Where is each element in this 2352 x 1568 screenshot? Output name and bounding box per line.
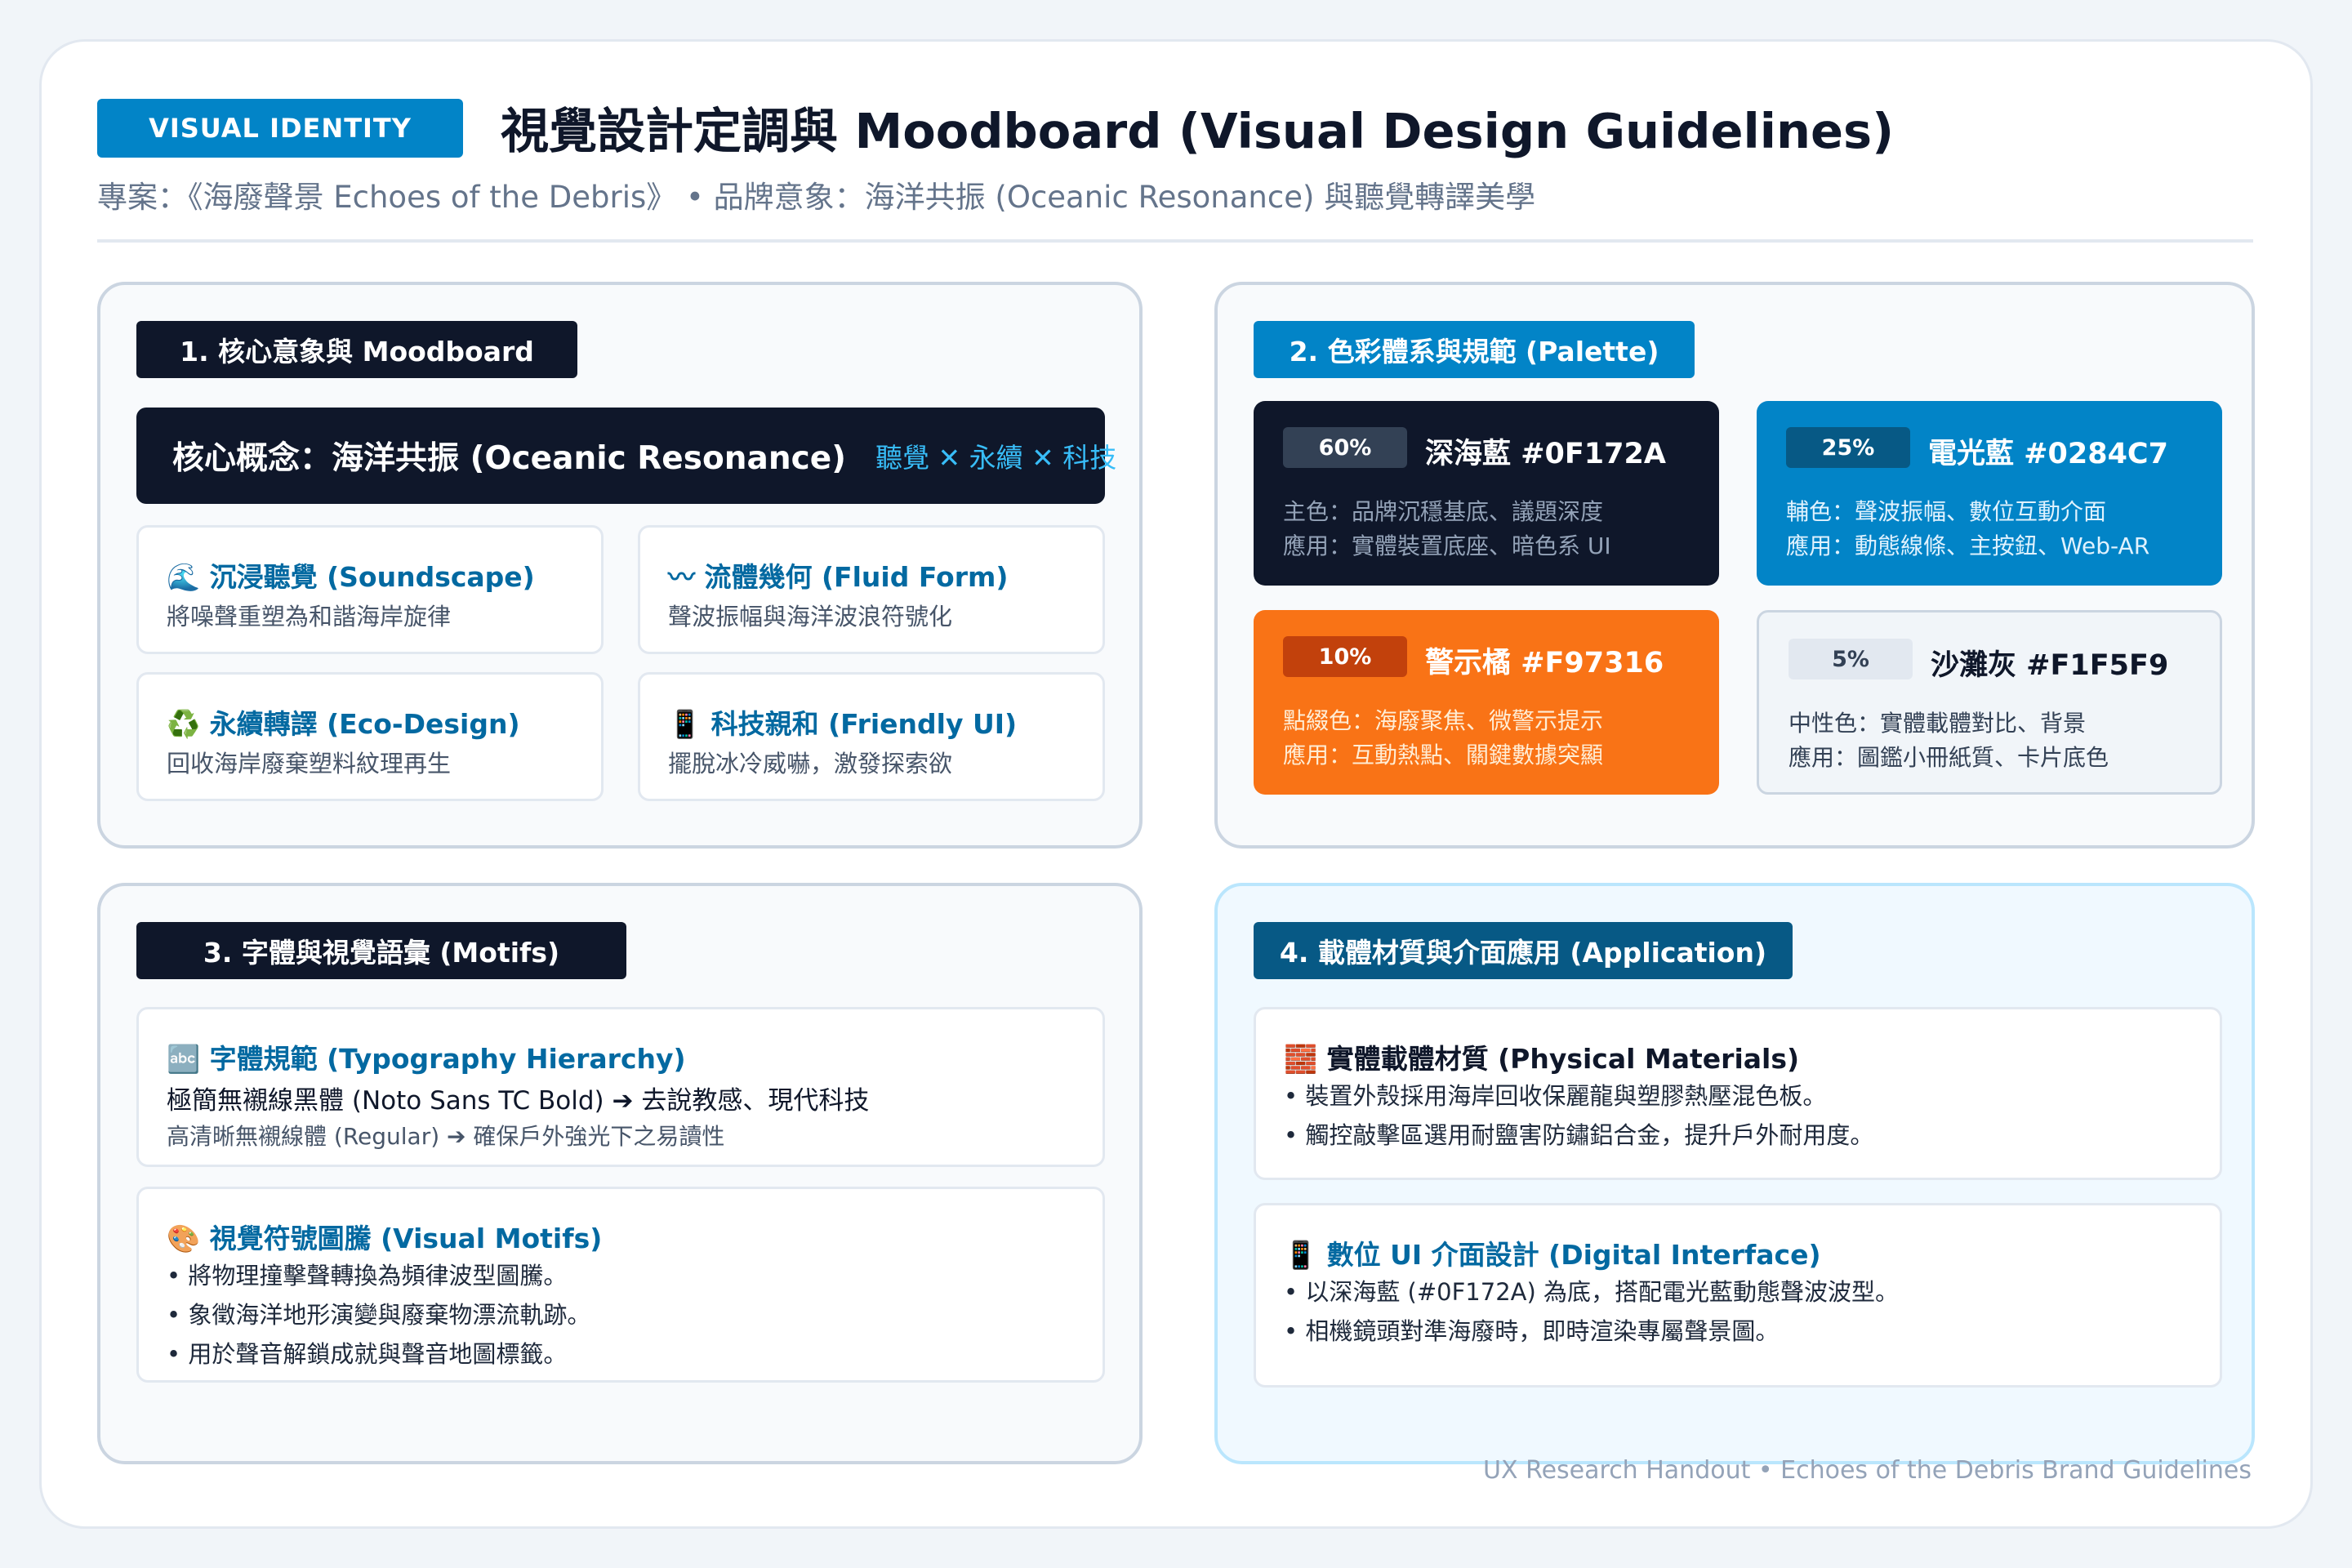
swatch-role: 中性色：實體載體對比、背景 xyxy=(1788,710,2087,737)
swatch-usage: 應用：動態線條、主按鈕、Web-AR xyxy=(1786,532,2150,559)
header-divider xyxy=(97,239,2253,243)
digital-interface-card: 📱 數位 UI 介面設計 (Digital Interface) 以深海藍 (#… xyxy=(1254,1203,2222,1388)
swatch-role: 主色：品牌沉穩基底、議題深度 xyxy=(1283,498,1604,525)
digital-interface-title: 📱 數位 UI 介面設計 (Digital Interface) xyxy=(1284,1239,1821,1271)
swatch-role: 輔色：聲波振幅、數位互動介面 xyxy=(1786,498,2107,525)
swatch-name: 電光藍 #0284C7 xyxy=(1928,438,2168,470)
swatch-usage: 應用：圖鑑小冊紙質、卡片底色 xyxy=(1788,744,2109,771)
swatch-ratio-badge: 25% xyxy=(1786,427,1910,468)
visual-motifs-title: 🎨 視覺符號圖騰 (Visual Motifs) xyxy=(167,1223,603,1254)
concept-card-friendly-ui: 📱 科技親和 (Friendly UI) 擺脫冰冷威嚇，激發探索欲 xyxy=(638,672,1105,801)
swatch-ratio-badge: 60% xyxy=(1283,427,1407,468)
section-1-label: 1. 核心意象與 Moodboard xyxy=(136,321,577,378)
list-item: 象徵海洋地形演變與廢棄物漂流軌跡。 xyxy=(167,1295,590,1334)
concept-card-eco-design: ♻️ 永續轉譯 (Eco-Design) 回收海岸廢棄塑料紋理再生 xyxy=(136,672,604,801)
handout-page: VISUAL IDENTITY 視覺設計定調與 Moodboard (Visua… xyxy=(39,39,2313,1529)
section-4-label: 4. 載體材質與介面應用 (Application) xyxy=(1254,922,1793,979)
concept-card-title: 📱 科技親和 (Friendly UI) xyxy=(668,708,1018,740)
typography-hierarchy-card: 🔤 字體規範 (Typography Hierarchy) 極簡無襯線黑體 (N… xyxy=(136,1007,1105,1167)
list-item: 以深海藍 (#0F172A) 為底，搭配電光藍動態聲波波型。 xyxy=(1284,1272,1899,1312)
concept-card-desc: 擺脫冰冷威嚇，激發探索欲 xyxy=(668,750,953,777)
typography-primary-font: 極簡無襯線黑體 (Noto Sans TC Bold) ➔ 去說教感、現代科技 xyxy=(167,1086,870,1116)
typography-title: 🔤 字體規範 (Typography Hierarchy) xyxy=(167,1043,686,1075)
list-item: 相機鏡頭對準海廢時，即時渲染專屬聲景圖。 xyxy=(1284,1312,1899,1351)
page-subtitle: 專案：《海廢聲景 Echoes of the Debris》 • 品牌意象：海洋… xyxy=(97,180,1536,215)
section-typography-motifs: 3. 字體與視覺語彙 (Motifs) 🔤 字體規範 (Typography H… xyxy=(97,883,1143,1464)
swatch-name: 深海藍 #0F172A xyxy=(1425,438,1666,470)
section-3-label: 3. 字體與視覺語彙 (Motifs) xyxy=(136,922,626,979)
footer-credit: UX Research Handout • Echoes of the Debr… xyxy=(1483,1456,2252,1485)
swatch-name: 警示橘 #F97316 xyxy=(1425,647,1664,679)
digital-interface-list: 以深海藍 (#0F172A) 為底，搭配電光藍動態聲波波型。 相機鏡頭對準海廢時… xyxy=(1284,1272,1899,1351)
swatch-role: 點綴色：海廢聚焦、微警示提示 xyxy=(1283,707,1604,734)
visual-motifs-card: 🎨 視覺符號圖騰 (Visual Motifs) 將物理撞擊聲轉換為頻律波型圖騰… xyxy=(136,1187,1105,1383)
section-core-imagery: 1. 核心意象與 Moodboard 核心概念：海洋共振 (Oceanic Re… xyxy=(97,282,1143,849)
concept-card-title: 〰 流體幾何 (Fluid Form) xyxy=(668,561,1009,593)
swatch-usage: 應用：實體裝置底座、暗色系 UI xyxy=(1283,532,1611,559)
concept-card-desc: 回收海岸廢棄塑料紋理再生 xyxy=(167,750,452,777)
concept-card-soundscape: 🌊 沉浸聽覺 (Soundscape) 將噪聲重塑為和諧海岸旋律 xyxy=(136,525,604,654)
physical-materials-card: 🧱 實體載體材質 (Physical Materials) 裝置外殼採用海岸回收… xyxy=(1254,1007,2222,1180)
swatch-ratio-badge: 10% xyxy=(1283,636,1407,677)
concept-card-fluid-form: 〰 流體幾何 (Fluid Form) 聲波振幅與海洋波浪符號化 xyxy=(638,525,1105,654)
section-color-palette: 2. 色彩體系與規範 (Palette) 60% 深海藍 #0F172A 主色：… xyxy=(1214,282,2255,849)
swatch-name: 沙灘灰 #F1F5F9 xyxy=(1931,649,2169,682)
list-item: 將物理撞擊聲轉換為頻律波型圖騰。 xyxy=(167,1256,590,1295)
core-concept-title: 核心概念：海洋共振 (Oceanic Resonance) xyxy=(172,440,846,477)
swatch-ratio-badge: 5% xyxy=(1788,639,1913,679)
physical-materials-title: 🧱 實體載體材質 (Physical Materials) xyxy=(1284,1043,1800,1075)
swatch-electric-blue: 25% 電光藍 #0284C7 輔色：聲波振幅、數位互動介面 應用：動態線條、主… xyxy=(1757,401,2222,586)
concept-card-title: 🌊 沉浸聽覺 (Soundscape) xyxy=(167,561,535,593)
concept-card-desc: 聲波振幅與海洋波浪符號化 xyxy=(668,603,953,630)
swatch-deep-sea-blue: 60% 深海藍 #0F172A 主色：品牌沉穩基底、議題深度 應用：實體裝置底座… xyxy=(1254,401,1719,586)
swatch-warning-orange: 10% 警示橘 #F97316 點綴色：海廢聚焦、微警示提示 應用：互動熱點、關… xyxy=(1254,610,1719,795)
swatch-usage: 應用：互動熱點、關鍵數據突顯 xyxy=(1283,742,1604,768)
core-concept-banner: 核心概念：海洋共振 (Oceanic Resonance) 聽覺 ✕ 永續 ✕ … xyxy=(136,408,1116,504)
list-item: 觸控敲擊區選用耐鹽害防鏽鋁合金，提升戶外耐用度。 xyxy=(1284,1116,1873,1155)
concept-card-title: ♻️ 永續轉譯 (Eco-Design) xyxy=(167,708,520,740)
page-title: 視覺設計定調與 Moodboard (Visual Design Guideli… xyxy=(501,103,1895,159)
visual-identity-badge: VISUAL IDENTITY xyxy=(97,99,463,158)
list-item: 裝置外殼採用海岸回收保麗龍與塑膠熱壓混色板。 xyxy=(1284,1076,1873,1116)
concept-card-desc: 將噪聲重塑為和諧海岸旋律 xyxy=(167,603,452,630)
physical-materials-list: 裝置外殼採用海岸回收保麗龍與塑膠熱壓混色板。 觸控敲擊區選用耐鹽害防鏽鋁合金，提… xyxy=(1284,1076,1873,1155)
list-item: 用於聲音解鎖成就與聲音地圖標籤。 xyxy=(167,1334,590,1374)
core-concept-tags: 聽覺 ✕ 永續 ✕ 科技 xyxy=(875,442,1117,474)
section-application: 4. 載體材質與介面應用 (Application) 🧱 實體載體材質 (Phy… xyxy=(1214,883,2255,1464)
visual-motifs-list: 將物理撞擊聲轉換為頻律波型圖騰。 象徵海洋地形演變與廢棄物漂流軌跡。 用於聲音解… xyxy=(167,1256,590,1374)
typography-secondary-font: 高清晰無襯線體 (Regular) ➔ 確保戶外強光下之易讀性 xyxy=(167,1123,725,1150)
swatch-sand-gray: 5% 沙灘灰 #F1F5F9 中性色：實體載體對比、背景 應用：圖鑑小冊紙質、卡… xyxy=(1757,610,2222,795)
section-2-label: 2. 色彩體系與規範 (Palette) xyxy=(1254,321,1695,378)
